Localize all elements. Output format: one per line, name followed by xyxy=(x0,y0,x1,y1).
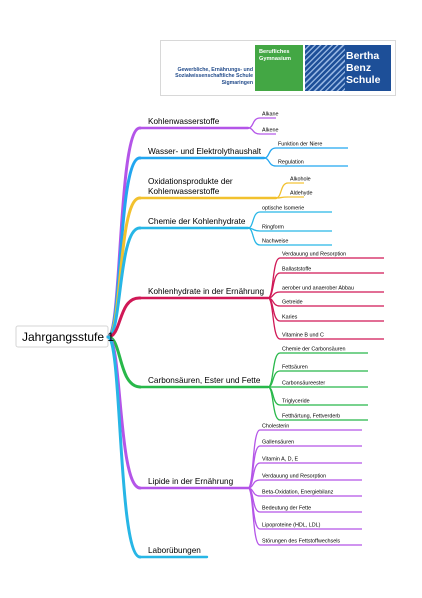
subtopic-label-6-1: Gallensäuren xyxy=(262,440,294,446)
branch-label-4: Kohlenhydrate in der Ernährung xyxy=(148,287,265,296)
subtopic-label-4-0: Verdauung und Resorption xyxy=(282,252,346,258)
subtopic-label-4-5: Vitamine B und C xyxy=(282,333,324,339)
subtopic-connector-3-2 xyxy=(247,227,261,246)
branch-label-2-line-0: Oxidationsprodukte der xyxy=(148,177,233,186)
logo-school-line: Gewerbliche, Ernährungs- und xyxy=(177,67,253,73)
root-label: Jahrgangsstufe 1 xyxy=(22,330,114,344)
subtopic-label-5-0: Chemie der Carbonsäuren xyxy=(282,347,346,353)
logo-school-name: Gewerbliche, Ernährungs- und Sozialwisse… xyxy=(161,67,253,86)
subtopic-connector-1-0 xyxy=(263,147,277,159)
subtopic-connector-2-1 xyxy=(275,196,289,199)
subtopic-label-5-1: Fettsäuren xyxy=(282,365,308,371)
branch-connector-6 xyxy=(106,335,142,490)
subtopic-label-6-2: Vitamin A, D, E xyxy=(262,457,299,463)
subtopic-label-5-2: Carbonsäureester xyxy=(282,381,325,387)
subtopic-connector-6-7 xyxy=(247,487,261,546)
logo-gymnasium-block: Berufliches Gymnasium xyxy=(255,45,303,91)
branch-label-1: Wasser- und Elektrolythaushalt xyxy=(148,147,262,156)
subtopic-connector-0-1 xyxy=(247,127,261,135)
subtopic-connector-0-0 xyxy=(247,117,261,129)
subtopic-label-4-4: Karies xyxy=(282,315,298,321)
subtopic-label-2-1: Aldehyde xyxy=(290,191,312,197)
branch-label-6: Lipide in der Ernährung xyxy=(148,477,234,486)
subtopic-label-2-0: Alkohole xyxy=(290,177,311,183)
subtopic-label-6-6: Lipoproteine (HDL, LDL) xyxy=(262,523,321,529)
subtopic-label-6-5: Bedeutung der Fette xyxy=(262,506,311,512)
branch-label-0: Kohlenwasserstoffe xyxy=(148,117,220,126)
subtopic-label-5-4: Fetthärtung, Fettverderb xyxy=(282,414,340,420)
logo-school-line: Sigmaringen xyxy=(221,79,253,86)
branch-connector-7 xyxy=(106,335,142,559)
logo-gym-line: Berufliches xyxy=(259,49,290,55)
logo-brand-line: Schule xyxy=(346,74,381,86)
subtopic-connector-1-1 xyxy=(263,157,277,167)
logo-brand-block: Bertha Benz Schule xyxy=(305,45,391,91)
school-logo: Gewerbliche, Ernährungs- und Sozialwisse… xyxy=(160,40,396,96)
subtopic-label-4-3: Getreide xyxy=(282,300,303,306)
logo-brand-line: Benz xyxy=(346,62,372,74)
subtopic-label-6-4: Beta-Oxidation, Energiebilanz xyxy=(262,490,334,496)
subtopic-label-3-1: Ringform xyxy=(262,225,284,231)
subtopic-label-0-0: Alkane xyxy=(262,112,278,118)
subtopic-label-5-3: Triglyceride xyxy=(282,399,310,405)
branch-label-7: Laborübungen xyxy=(148,546,201,555)
subtopic-label-6-7: Störungen des Fettstoffwechsels xyxy=(262,539,340,545)
subtopic-label-6-0: Cholesterin xyxy=(262,424,289,430)
subtopic-label-6-3: Verdauung und Resorption xyxy=(262,474,326,480)
subtopic-label-3-2: Nachweise xyxy=(262,239,288,245)
logo-brand-line: Bertha xyxy=(346,50,380,62)
subtopic-connector-5-4 xyxy=(267,386,281,421)
subtopic-label-4-1: Ballaststoffe xyxy=(282,267,311,273)
subtopic-label-1-0: Funktion der Niere xyxy=(278,142,322,148)
branch-label-3: Chemie der Kohlenhydrate xyxy=(148,217,246,226)
branch-label-5: Carbonsäuren, Ester und Fette xyxy=(148,376,261,385)
logo-gym-line: Gymnasium xyxy=(259,56,292,62)
logo-stripes-graphic xyxy=(305,45,345,91)
subtopic-label-1-1: Regulation xyxy=(278,160,304,166)
subtopic-label-4-2: aerober und anaerober Abbau xyxy=(282,286,354,292)
branch-connector-3 xyxy=(106,226,142,339)
branch-label-2-line-1: Kohlenwasserstoffe xyxy=(148,187,220,196)
subtopic-connector-2-0 xyxy=(275,182,289,199)
branch-connector-4 xyxy=(106,296,142,339)
subtopic-label-3-0: optische Isomerie xyxy=(262,206,304,212)
subtopic-connector-3-0 xyxy=(247,211,261,229)
subtopic-connector-5-0 xyxy=(267,352,281,388)
subtopic-connector-4-5 xyxy=(267,297,281,340)
logo-school-line: Sozialwissenschaftliche Schule xyxy=(175,73,253,80)
subtopic-label-0-1: Alkene xyxy=(262,128,278,134)
